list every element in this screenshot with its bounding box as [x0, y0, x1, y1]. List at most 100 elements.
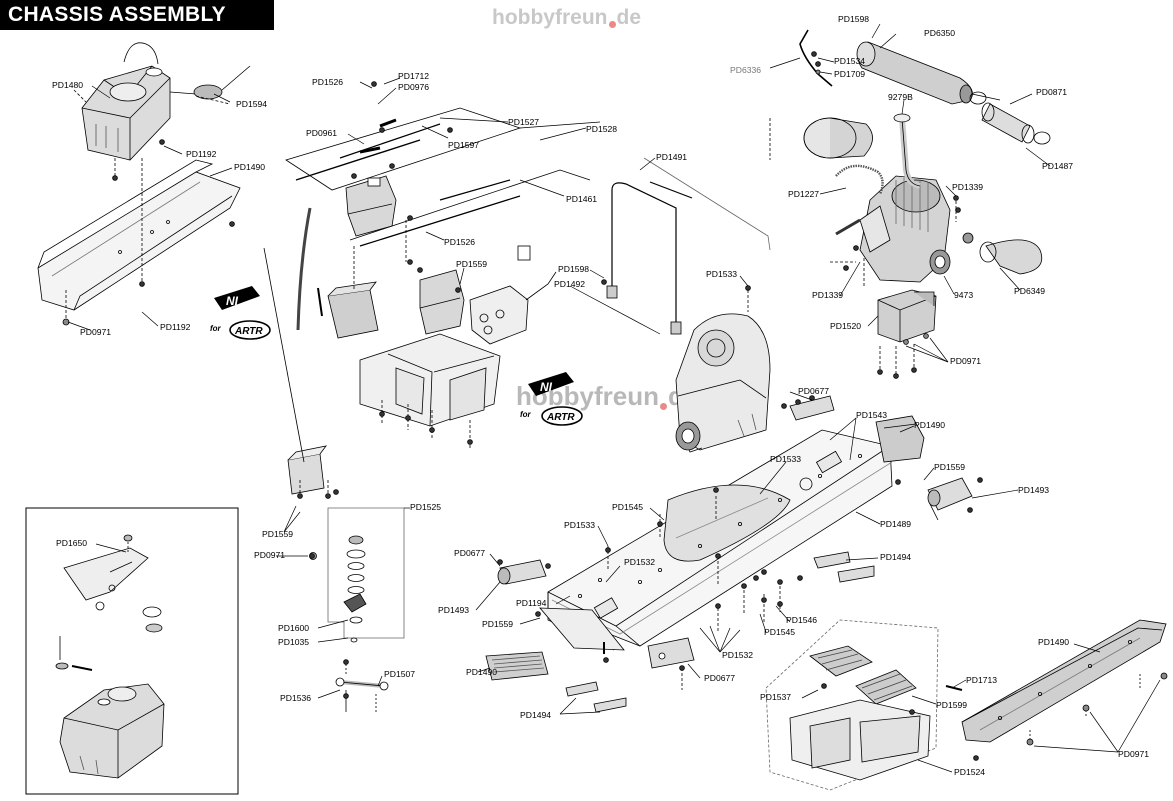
- part-label: PD1528: [586, 124, 618, 134]
- pd1494-slides-part: [565, 551, 875, 713]
- part-label: PD1492: [554, 279, 586, 289]
- steering-bellcrank-part: [309, 507, 405, 714]
- part-label: PD1489: [880, 519, 912, 529]
- side-channel-part: [539, 592, 625, 654]
- fuel-tank-inset-box: [25, 507, 239, 795]
- part-label: PD1546: [786, 615, 818, 625]
- part-label: PD6350: [924, 28, 956, 38]
- part-label: PD1537: [760, 692, 792, 702]
- leader-lines-chassis: [607, 496, 781, 690]
- starter-rod-part: [606, 157, 771, 335]
- radio-tray-part: [359, 333, 501, 427]
- part-label: PD1650: [56, 538, 88, 548]
- watermark-dot: [660, 403, 667, 410]
- part-label: PD1532: [624, 557, 656, 567]
- part-label: PD1534: [834, 56, 866, 66]
- part-label: PD1559: [456, 259, 488, 269]
- part-label: PD1490: [234, 162, 266, 172]
- for-text: for: [520, 410, 531, 419]
- part-label: PD1194: [516, 598, 547, 608]
- part-label: PD1490: [466, 667, 498, 677]
- part-label: PD1035: [278, 637, 310, 647]
- part-label: PD0971: [1118, 749, 1150, 759]
- part-label: PD0871: [1036, 87, 1068, 97]
- part-label: PD1192: [186, 149, 217, 159]
- part-label: PD1533: [770, 454, 802, 464]
- part-label: PD1524: [954, 767, 986, 777]
- part-label: 9279B: [888, 92, 913, 102]
- receiver-box-part: [296, 207, 379, 339]
- part-label: PD6336: [730, 65, 762, 75]
- ni-badge-icon: NI ARTR: [214, 286, 271, 340]
- label-leader-lines: [67, 23, 1161, 773]
- part-label: PD1507: [384, 669, 416, 679]
- part-label: PD1490: [1038, 637, 1070, 647]
- part-label: PD1709: [834, 69, 866, 79]
- part-label: PD0976: [398, 82, 430, 92]
- part-label: PD1545: [764, 627, 796, 637]
- artr-brand-text: ARTR: [546, 412, 575, 423]
- part-label: PD1600: [278, 623, 310, 633]
- part-label: PD1559: [262, 529, 294, 539]
- main-chassis-plate-part: [547, 429, 893, 647]
- pd1493-block-part: [497, 477, 973, 585]
- title-banner: CHASSIS ASSEMBLY: [0, 0, 274, 30]
- engine-part: [835, 164, 951, 283]
- watermark-text: hobbyfreun: [492, 6, 608, 29]
- part-label: PD0677: [704, 673, 736, 683]
- part-label: PD1490: [914, 420, 946, 430]
- front-bumper-part: [485, 651, 549, 681]
- ni-artr-logo-center: NI ARTR for: [520, 370, 584, 430]
- part-label: PD1339: [952, 182, 984, 192]
- part-label: PD1713: [966, 675, 998, 685]
- part-label: PD1597: [448, 140, 480, 150]
- part-label: PD0971: [80, 327, 112, 337]
- part-label: PD1594: [236, 99, 268, 109]
- part-label: PD1461: [566, 194, 598, 204]
- part-label: PD1487: [1042, 161, 1074, 171]
- ni-badge-text: NI: [540, 380, 553, 394]
- part-label: PD1192: [160, 322, 191, 332]
- part-label: PD1494: [880, 552, 912, 562]
- throttle-linkage-part: [285, 107, 601, 247]
- battery-holder-part: [469, 245, 557, 345]
- engine-mount-part: [877, 289, 937, 343]
- part-label: PD1532: [722, 650, 754, 660]
- pd0677-brackets-part: [647, 395, 835, 669]
- part-label: PD1494: [520, 710, 552, 720]
- part-label: PD1227: [788, 189, 820, 199]
- battery-box-part: [875, 415, 925, 463]
- right-side-guard-part: [961, 619, 1167, 744]
- ni-badge-text: NI: [226, 294, 239, 308]
- part-label: PD0971: [950, 356, 982, 366]
- part-label: PD1598: [558, 264, 590, 274]
- part-label: PD0677: [454, 548, 486, 558]
- exhaust-pipe-part: [799, 29, 1051, 275]
- artr-brand-text: ARTR: [234, 326, 263, 337]
- servo-part: [345, 175, 465, 335]
- part-label: PD1491: [656, 152, 688, 162]
- watermark-dot: [608, 21, 616, 28]
- part-label: PD1533: [706, 269, 738, 279]
- ni-artr-logo-left: NI ARTR for: [210, 286, 272, 344]
- part-label: PD1480: [52, 80, 84, 90]
- part-label: PD1493: [1018, 485, 1050, 495]
- part-label: PD1520: [830, 321, 862, 331]
- part-label: 9473: [954, 290, 974, 300]
- part-label: PD1339: [812, 290, 844, 300]
- leader-lines-left: [65, 89, 231, 320]
- part-label: PD0961: [306, 128, 338, 138]
- ni-badge-icon: NI ARTR: [528, 372, 583, 426]
- part-label: PD1536: [280, 693, 312, 703]
- part-label: PD6349: [1014, 286, 1046, 296]
- part-label: PD1559: [934, 462, 966, 472]
- part-label: PD1525: [410, 502, 442, 512]
- air-filter-part: [803, 117, 873, 159]
- radio-box-inset-part: [765, 619, 963, 791]
- part-label: PD0677: [798, 386, 830, 396]
- part-label: PD1493: [438, 605, 470, 615]
- part-label: PD1599: [936, 700, 968, 710]
